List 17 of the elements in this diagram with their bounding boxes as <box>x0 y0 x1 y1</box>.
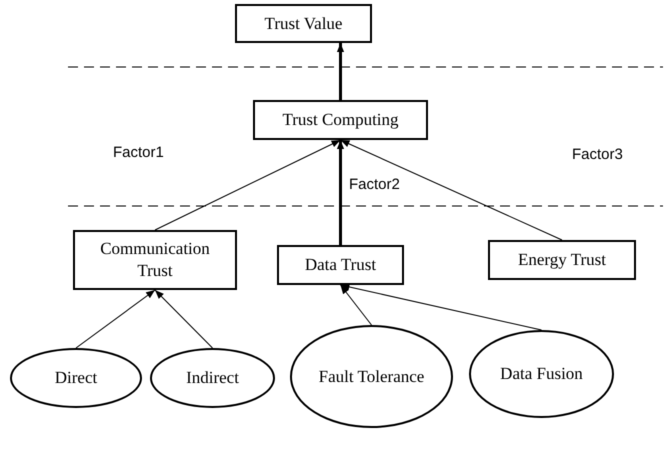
ellipse-node: Indirect <box>150 348 275 408</box>
arrow <box>340 284 372 326</box>
arrow <box>340 140 562 240</box>
ellipse-node: Direct <box>10 348 142 408</box>
box-node: Communication Trust <box>73 230 237 290</box>
box-node: Trust Value <box>235 4 372 43</box>
box-node: Data Trust <box>277 245 404 285</box>
box-node: Trust Computing <box>253 100 428 140</box>
arrow <box>76 290 156 348</box>
arrow <box>154 140 341 230</box>
arrow <box>336 140 344 245</box>
arrow <box>340 283 542 330</box>
arrow <box>336 43 344 100</box>
ellipse-node: Data Fusion <box>469 330 614 418</box>
arrow <box>154 290 213 348</box>
ellipse-node: Fault Tolerance <box>290 325 453 428</box>
box-node: Energy Trust <box>488 240 636 280</box>
